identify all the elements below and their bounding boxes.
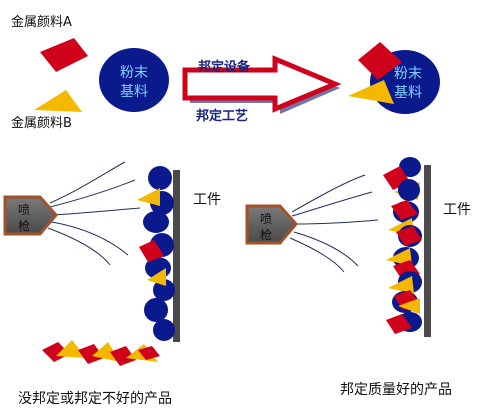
powder-base-text-left-1: 粉末 (120, 65, 148, 81)
pigment-a-label: 金属颜料A (11, 15, 72, 30)
spray-lines-right (289, 174, 379, 273)
bonded-pigment-a-flake (358, 42, 402, 80)
workpiece-plate-right (424, 165, 431, 337)
workpiece-label-left: 工件 (193, 192, 221, 208)
bonded-pigment-b-flake (348, 80, 394, 104)
powder-base-circle-left (99, 48, 169, 112)
powder-particles-left (143, 166, 175, 341)
spray-gun-text-left-1: 喷 (18, 203, 30, 217)
flake-left-red-1 (139, 240, 164, 262)
process-arrow (182, 55, 342, 113)
pigment-b-flake (34, 90, 82, 112)
powder-base-text-right-2: 基料 (394, 84, 422, 101)
bonding-process-label: 邦定工艺 (196, 108, 248, 124)
powder-base-text-left-2: 基料 (120, 83, 148, 100)
spray-lines-left (47, 161, 141, 266)
spray-gun-text-left-2: 枪 (18, 218, 30, 233)
powder-base-text-right-1: 粉末 (394, 66, 422, 82)
flake-left-yellow-2 (147, 268, 166, 286)
spray-gun-left (3, 195, 58, 236)
spray-gun-text-right-2: 枪 (260, 227, 272, 242)
bonding-equipment-label: 邦定设备 (198, 59, 251, 75)
spray-gun-right (245, 204, 298, 245)
pigment-b-label: 金属颜料B (11, 116, 72, 131)
workpiece-plate-left (173, 170, 180, 342)
flake-left-yellow-1 (137, 188, 160, 206)
bonded-particles-right (383, 157, 422, 334)
workpiece-label-right: 工件 (443, 202, 471, 218)
pigment-a-flake (40, 38, 88, 72)
caption-poorly-bonded: 没邦定或邦定不好的产品 (18, 391, 172, 407)
spray-gun-text-right-1: 喷 (260, 212, 272, 226)
caption-well-bonded: 邦定质量好的产品 (340, 382, 452, 398)
fallen-flakes (42, 340, 160, 366)
